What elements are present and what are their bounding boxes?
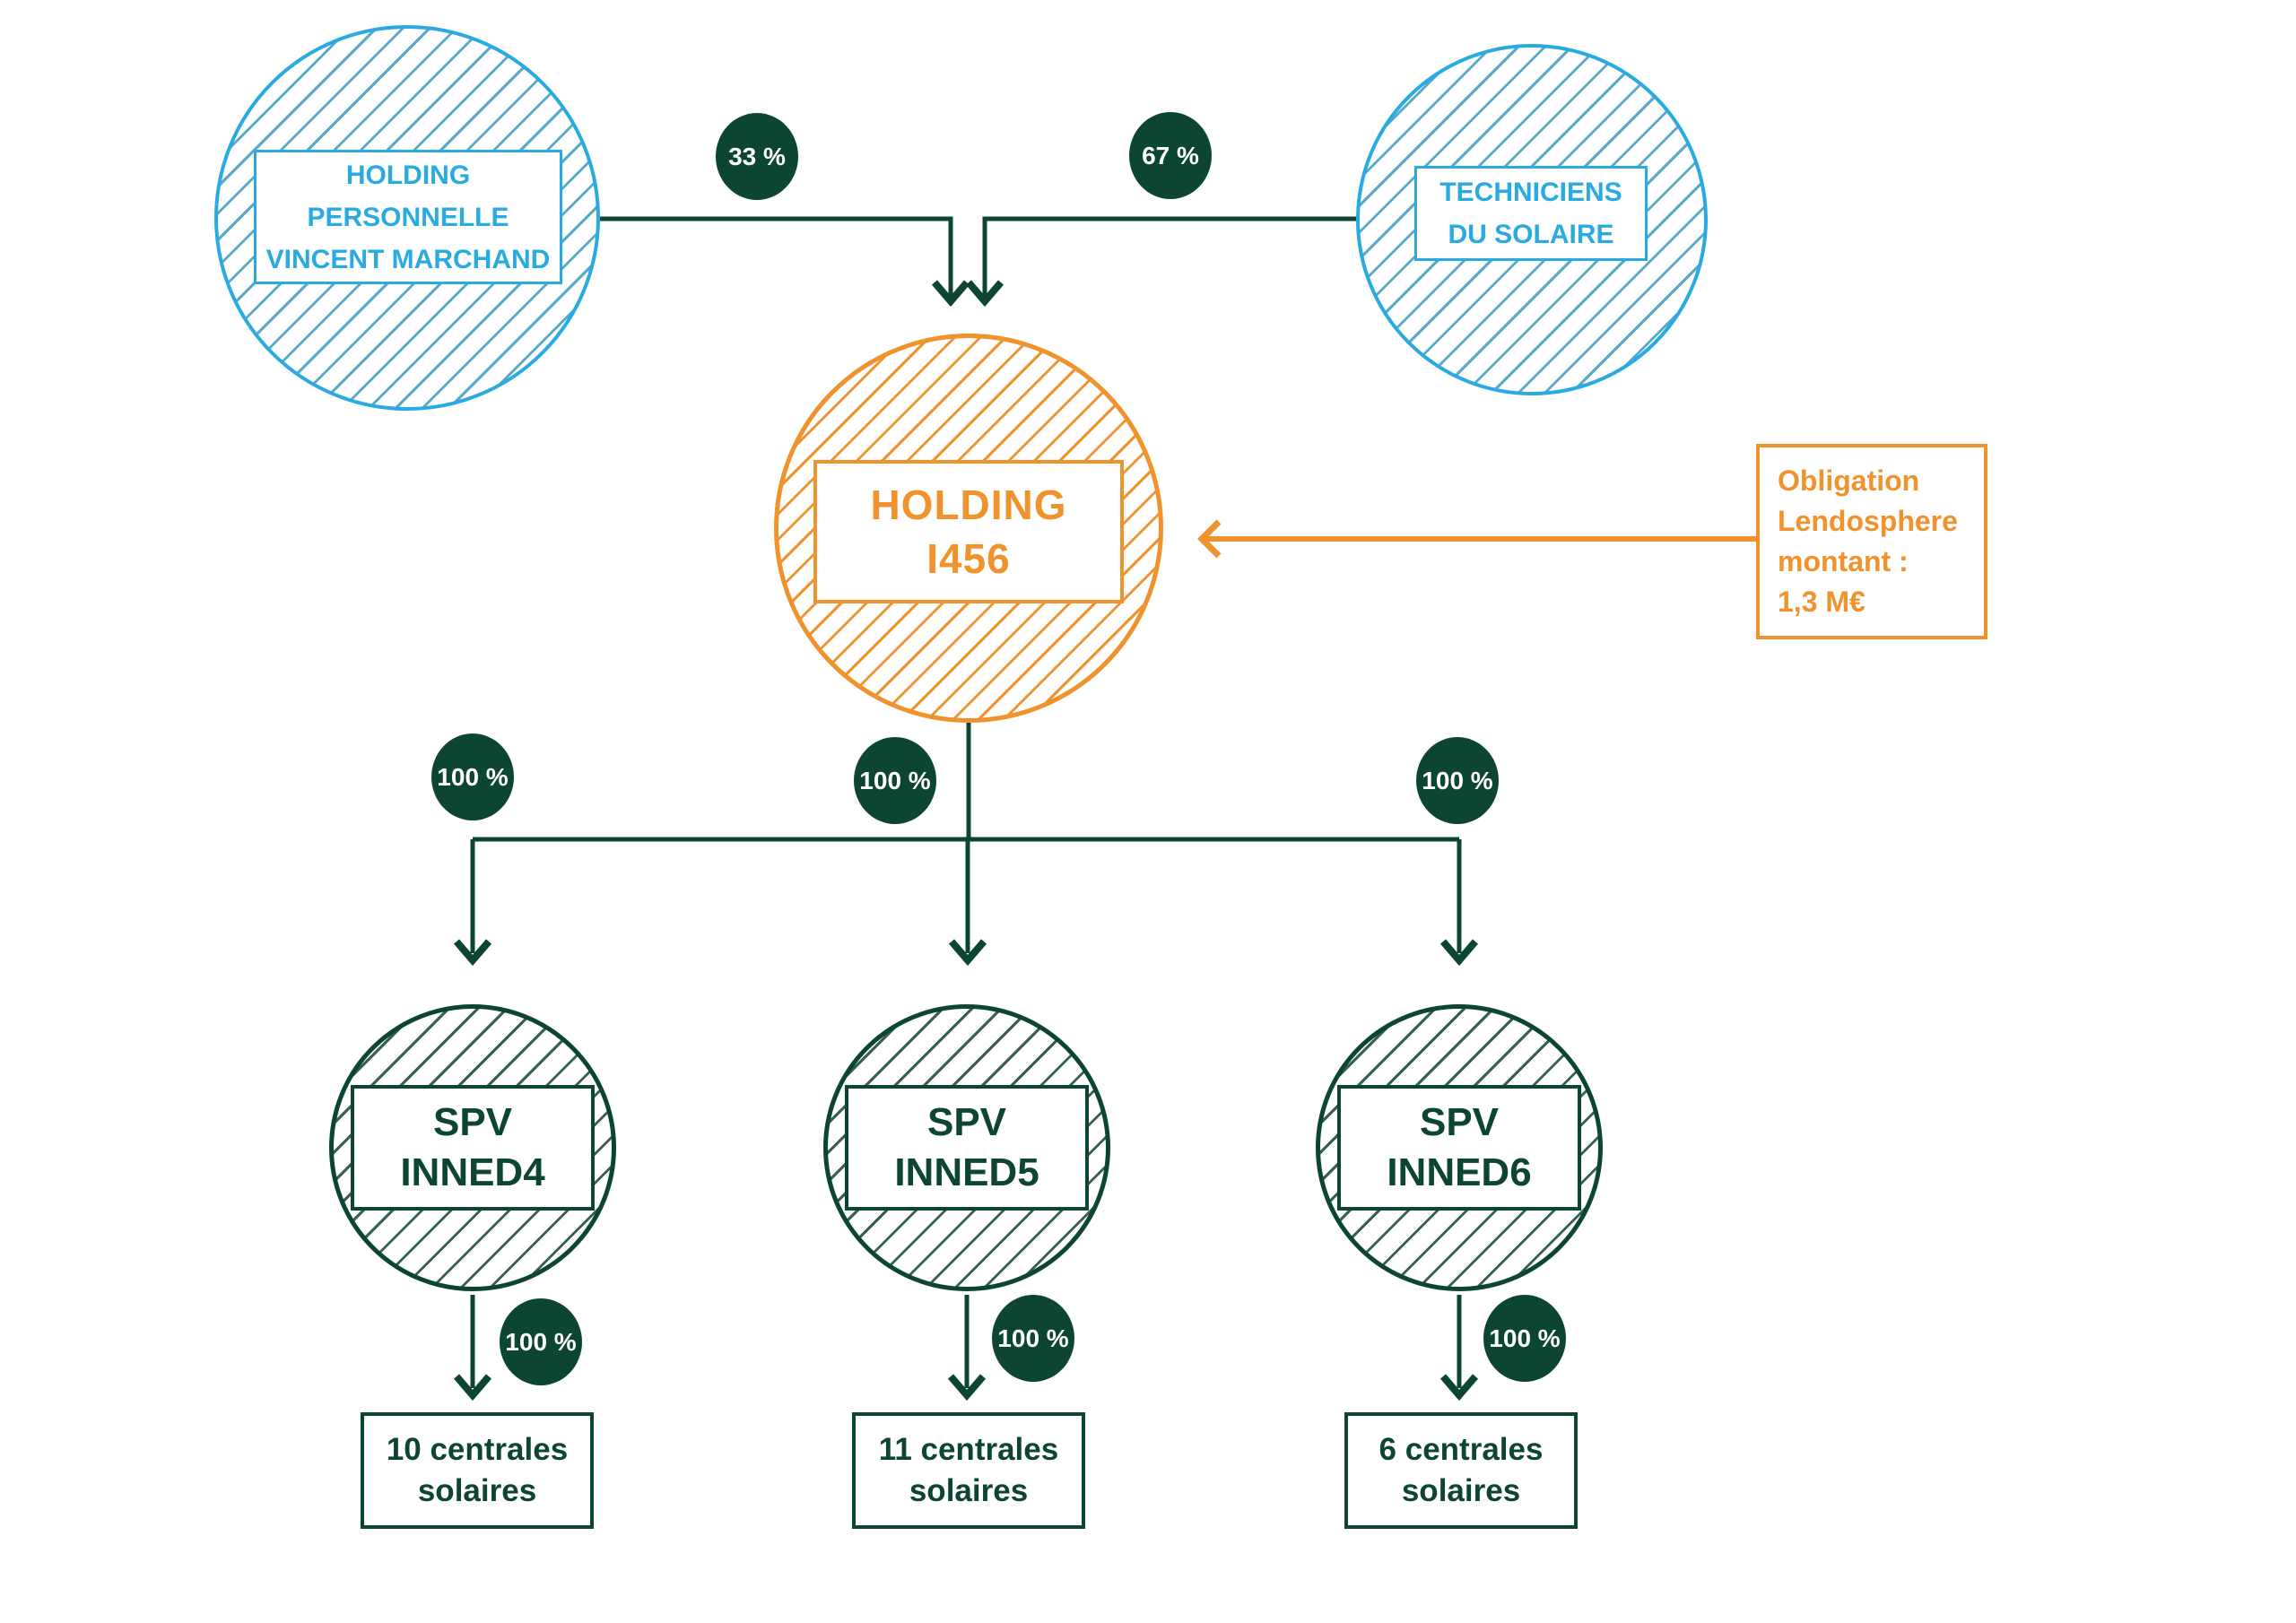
ownership-badge-100-spv6: 100 % xyxy=(1416,737,1499,824)
centrales-box-spv5: 11 centrales solaires xyxy=(852,1412,1085,1529)
connector-topright-to-holding xyxy=(982,216,1357,296)
ownership-badge-33: 33 % xyxy=(716,113,798,200)
note-line1: Obligation xyxy=(1778,464,1920,497)
connector-topleft-to-holding xyxy=(600,216,953,296)
techniciens-line1: TECHNICIENS xyxy=(1439,178,1622,207)
obligation-note-box: Obligation Lendosphere montant : 1,3 M€ xyxy=(1756,444,1987,639)
centrales-box-spv4: 10 centrales solaires xyxy=(361,1412,594,1529)
holding-personnelle-label: HOLDING PERSONNELLE VINCENT MARCHAND xyxy=(254,150,562,284)
spv-inned5-line1: SPV xyxy=(926,1100,1007,1144)
spv-inned4-line1: SPV xyxy=(432,1100,513,1144)
arrowhead-down-plants4-icon xyxy=(453,1374,492,1402)
arrowhead-left-note-icon xyxy=(1197,519,1222,559)
arrowhead-down-spv6-icon xyxy=(1439,939,1479,967)
ownership-badge-100-plants5: 100 % xyxy=(992,1295,1074,1382)
ownership-badge-100-plants4: 100 % xyxy=(500,1298,582,1385)
holding-i456-line2: I456 xyxy=(926,535,1011,582)
spv-inned5-label: SPV INNED5 xyxy=(845,1085,1089,1211)
arrowhead-down-right-icon xyxy=(965,280,1004,308)
techniciens-du-solaire-label: TECHNICIENS DU SOLAIRE xyxy=(1414,166,1648,261)
note-line2: Lendosphere xyxy=(1778,505,1958,537)
centrales-spv6-line2: solaires xyxy=(1401,1473,1521,1508)
centrales-spv5-line1: 11 centrales xyxy=(878,1432,1059,1467)
spv-inned4-line2: INNED4 xyxy=(400,1150,545,1194)
arrowhead-down-plants6-icon xyxy=(1439,1374,1479,1402)
holding-personnelle-line2: VINCENT MARCHAND xyxy=(265,244,551,274)
ownership-badge-100-plants6: 100 % xyxy=(1483,1295,1566,1382)
spv-inned5-line2: INNED5 xyxy=(894,1150,1039,1194)
spv-inned6-line2: INNED6 xyxy=(1387,1150,1532,1194)
centrales-box-spv6: 6 centrales solaires xyxy=(1344,1412,1578,1529)
note-line4: 1,3 M€ xyxy=(1778,586,1866,618)
centrales-spv4-line2: solaires xyxy=(417,1473,537,1508)
arrowhead-down-spv5-icon xyxy=(948,939,987,967)
holding-i456-line1: HOLDING xyxy=(870,482,1067,528)
ownership-badge-100-spv4: 100 % xyxy=(431,733,514,820)
ownership-badge-67: 67 % xyxy=(1129,112,1212,199)
arrowhead-down-left-icon xyxy=(931,280,970,308)
centrales-spv6-line1: 6 centrales xyxy=(1378,1432,1544,1467)
spv-inned4-label: SPV INNED4 xyxy=(351,1085,595,1211)
techniciens-line2: DU SOLAIRE xyxy=(1448,220,1614,249)
spv-inned6-line1: SPV xyxy=(1419,1100,1500,1144)
holding-personnelle-line1: HOLDING PERSONNELLE xyxy=(307,160,509,232)
ownership-badge-100-spv5: 100 % xyxy=(854,737,936,824)
note-line3: montant : xyxy=(1778,545,1909,577)
holding-i456-label: HOLDING I456 xyxy=(813,460,1124,603)
spv-inned6-label: SPV INNED6 xyxy=(1337,1085,1581,1211)
centrales-spv5-line2: solaires xyxy=(909,1473,1029,1508)
arrowhead-down-plants5-icon xyxy=(947,1374,987,1402)
centrales-spv4-line1: 10 centrales xyxy=(386,1432,569,1467)
arrowhead-down-spv4-icon xyxy=(453,939,492,967)
